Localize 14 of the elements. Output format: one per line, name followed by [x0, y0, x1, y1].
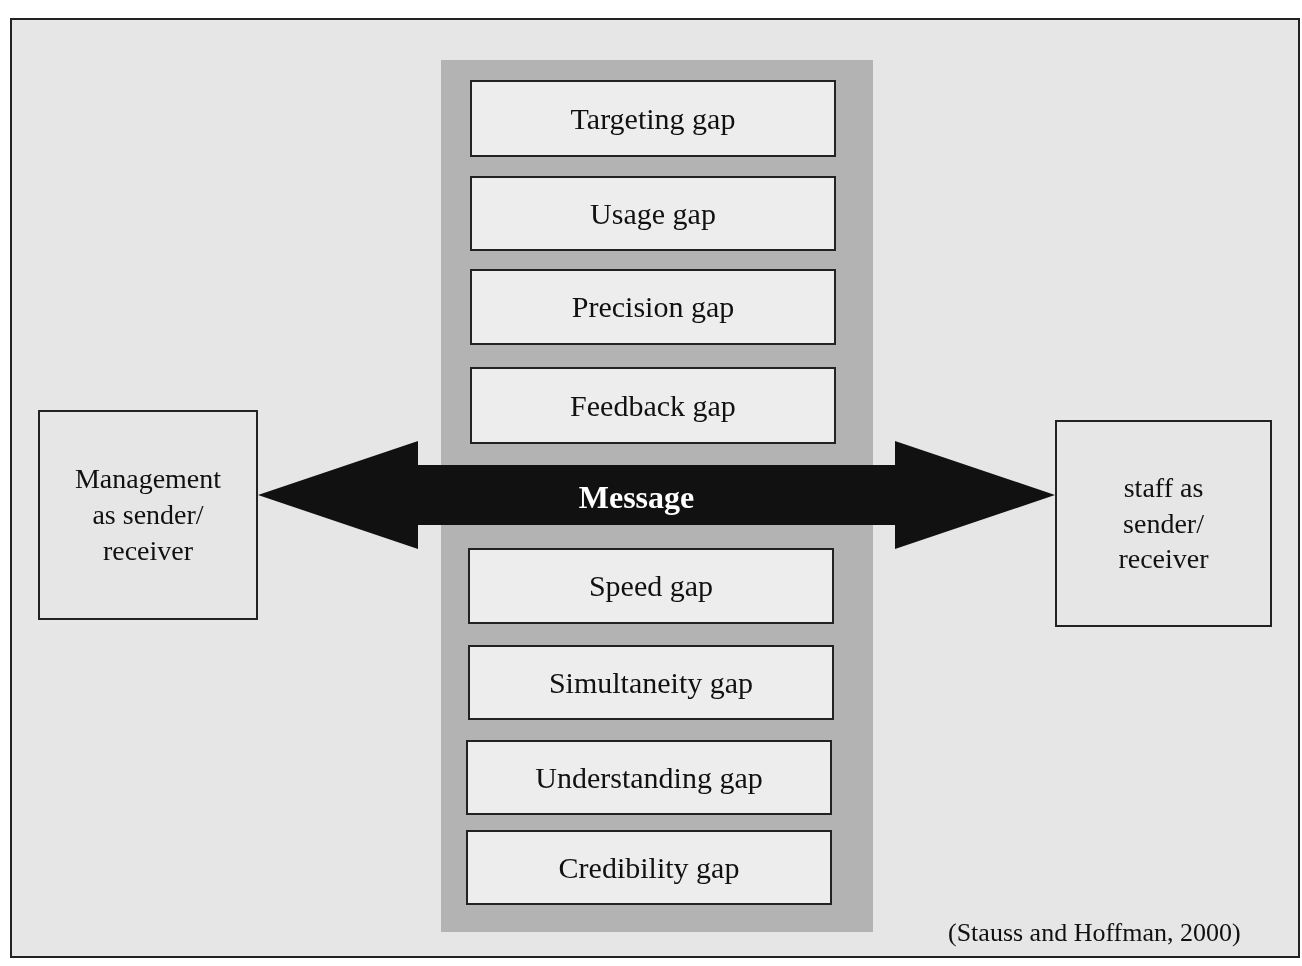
source-note: (Stauss and Hoffman, 2000)	[948, 918, 1241, 948]
gap-box: Credibility gap	[466, 830, 832, 905]
gap-box: Precision gap	[470, 269, 836, 345]
gap-box: Simultaneity gap	[468, 645, 834, 720]
column-band	[441, 60, 873, 932]
double-arrow	[258, 441, 1055, 549]
gap-box: Usage gap	[470, 176, 836, 251]
gap-box: Targeting gap	[470, 80, 836, 157]
gap-box: Speed gap	[468, 548, 834, 624]
party-box: staff as sender/ receiver	[1055, 420, 1272, 627]
gap-box: Feedback gap	[470, 367, 836, 444]
party-box: Management as sender/ receiver	[38, 410, 258, 620]
edge-label: Message	[578, 478, 695, 516]
gap-box: Understanding gap	[466, 740, 832, 815]
